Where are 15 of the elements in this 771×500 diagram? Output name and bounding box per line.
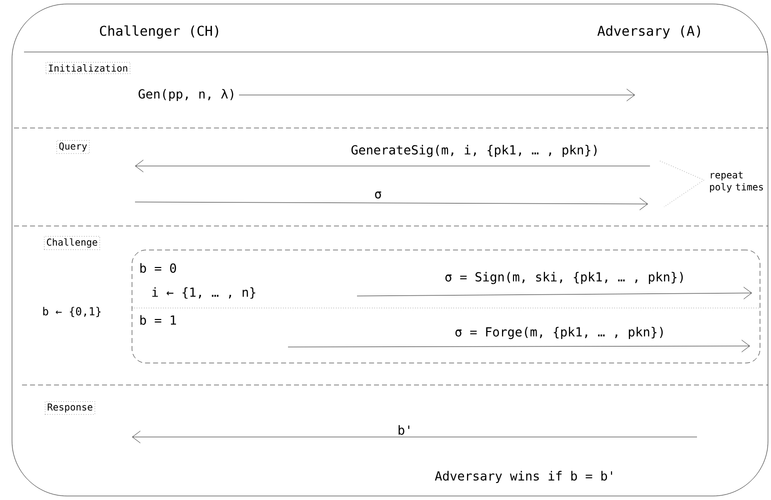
message-label: b' — [398, 425, 410, 435]
message-label: GenerateSig(m, i, {pk1, … , pkn}) — [351, 144, 597, 158]
message-label: Gen(pp, n, λ) — [138, 88, 234, 102]
phase-tag: Query — [56, 140, 90, 154]
message-label: σ = Forge(m, {pk1, … , pkn}) — [455, 326, 663, 340]
note: repeat poly times — [710, 172, 763, 192]
message-label: σ = Sign(m, ski, {pk1, … , pkn}) — [445, 272, 683, 284]
label: b ← {0,1} — [43, 306, 101, 318]
role-heading: Challenger (CH) — [100, 25, 218, 39]
message-label: σ — [375, 191, 382, 198]
phase-tag: Initialization — [46, 62, 130, 74]
phase-tag: Challenge — [44, 236, 100, 250]
result-text: Adversary wins if b = b' — [434, 470, 612, 484]
role-heading: Adversary (A) — [597, 25, 700, 39]
phase-tag: Response — [44, 401, 96, 415]
